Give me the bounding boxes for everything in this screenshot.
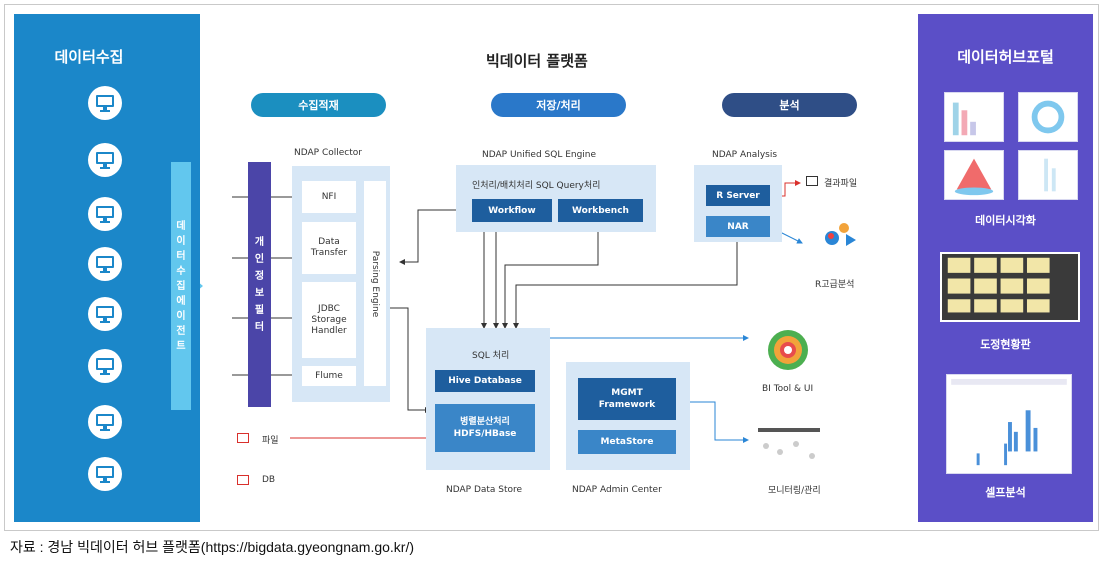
hdfs-line2: HDFS/HBase	[453, 429, 517, 439]
hdfs-line1: 병렬분산처리	[460, 417, 510, 427]
collector-item-jdbc: JDBC Storage Handler	[302, 282, 356, 358]
agent-char: 전	[176, 325, 186, 337]
agent-char: 수	[176, 265, 186, 277]
workbench-box: Workbench	[558, 199, 643, 222]
bi-tool-label: BI Tool & UI	[762, 384, 814, 394]
collector-label: NDAP Collector	[294, 148, 362, 158]
monitor-icon	[88, 247, 122, 281]
monitoring-label: 모니터링/관리	[768, 486, 821, 496]
pill-collect: 수집적재	[251, 93, 386, 117]
mgmt-line1: MGMT	[611, 388, 643, 398]
monitor-icon	[88, 349, 122, 383]
source-caption: 자료 : 경남 빅데이터 허브 플랫폼(https://bigdata.gyeo…	[10, 539, 415, 555]
parsing-engine-label: Parsing Engine	[370, 250, 380, 317]
bi-tool-icon	[766, 328, 810, 372]
sql-engine-subtitle: 인처리/배치처리 SQL Query처리	[472, 181, 601, 191]
data-collection-agent-bar: 데 이 터 수 집 에 이 전 트	[171, 162, 191, 410]
monitor-icon	[88, 143, 122, 177]
monitor-icon	[88, 297, 122, 331]
filter-char: 개	[254, 236, 265, 248]
personal-info-filter: 개 인 정 보 필 터	[248, 162, 271, 407]
db-label: DB	[262, 475, 276, 485]
hdfs-hbase-box: 병렬분산처리 HDFS/HBase	[435, 404, 535, 452]
viz-thumbnail-bars	[944, 92, 1004, 142]
mgmt-line2: Framework	[598, 400, 656, 410]
filter-char: 필	[254, 304, 265, 316]
self-analysis-thumbnail	[946, 374, 1072, 474]
monitor-icon	[88, 457, 122, 491]
collector-item-data-transfer: Data Transfer	[302, 222, 356, 274]
viz-thumbnail-donut	[1018, 92, 1078, 142]
pill-store: 저장/처리	[491, 93, 626, 117]
filter-char: 보	[254, 287, 265, 299]
filter-char: 터	[254, 321, 265, 333]
data-hub-portal-title: 데이터허브포털	[957, 48, 1054, 66]
filter-char: 인	[254, 253, 265, 265]
analysis-label: NDAP Analysis	[712, 150, 778, 160]
viz-thumbnail-chart	[1018, 150, 1078, 200]
monitoring-icon	[756, 426, 822, 466]
file-icon	[237, 433, 249, 443]
r-advanced-icon	[822, 220, 858, 250]
dashboard-label: 도정현황판	[980, 338, 1031, 351]
file-label: 파일	[262, 436, 279, 446]
r-advanced-label: R고급분석	[815, 280, 855, 290]
agent-char: 에	[176, 295, 186, 307]
data-collection-title: 데이터수집	[54, 48, 124, 66]
monitor-icon	[88, 405, 122, 439]
collector-item-nfi: NFI	[302, 181, 356, 213]
parsing-engine-box: Parsing Engine	[364, 181, 386, 386]
agent-char: 이	[176, 235, 186, 247]
self-analysis-label: 셀프분석	[985, 486, 1026, 499]
mgmt-framework-box: MGMT Framework	[578, 378, 676, 420]
viz-label: 데이터시각화	[975, 214, 1036, 227]
agent-char: 트	[176, 340, 186, 352]
data-hub-portal-panel: 데이터허브포털 데이터시각화 도정현황판 셀프분석	[918, 14, 1093, 522]
filter-char: 정	[254, 270, 265, 282]
result-file-label: 결과파일	[824, 179, 858, 189]
sql-engine-label: NDAP Unified SQL Engine	[482, 150, 597, 160]
r-server-box: R Server	[706, 185, 770, 206]
pill-analysis: 분석	[722, 93, 857, 117]
agent-char: 집	[176, 280, 186, 292]
data-store-label: NDAP Data Store	[446, 485, 523, 495]
admin-center-label: NDAP Admin Center	[572, 485, 662, 495]
nar-box: NAR	[706, 216, 770, 237]
dashboard-thumbnail	[940, 252, 1080, 322]
agent-char: 터	[176, 250, 186, 262]
db-icon	[237, 475, 249, 485]
platform-title: 빅데이터 플랫폼	[486, 52, 588, 70]
workflow-box: Workflow	[472, 199, 552, 222]
monitor-icon	[88, 197, 122, 231]
sql-process-label: SQL 처리	[472, 351, 510, 361]
result-file-icon	[806, 176, 818, 186]
metastore-box: MetaStore	[578, 430, 676, 454]
hive-database-box: Hive Database	[435, 370, 535, 392]
viz-thumbnail-pyramid	[944, 150, 1004, 200]
collector-item-flume: Flume	[302, 366, 356, 386]
agent-char: 데	[176, 220, 186, 232]
monitor-icon	[88, 86, 122, 120]
agent-char: 이	[176, 310, 186, 322]
